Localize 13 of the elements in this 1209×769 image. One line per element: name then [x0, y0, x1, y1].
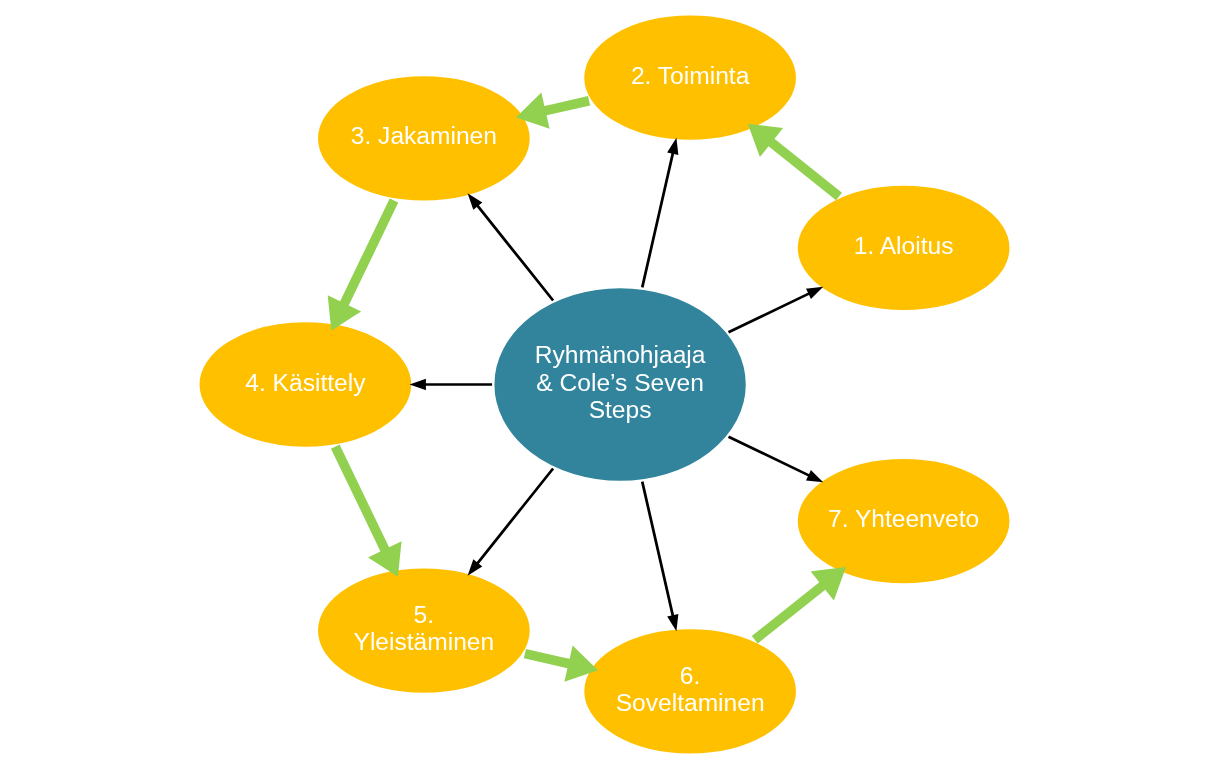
arrow [727, 286, 824, 334]
arrow [467, 193, 555, 302]
arrow [327, 198, 399, 331]
arrow [409, 378, 493, 391]
arrow [751, 567, 846, 644]
arrow [747, 123, 842, 201]
arrow [640, 137, 679, 288]
arrow [640, 481, 679, 632]
arrow [515, 92, 591, 129]
arrow [727, 435, 824, 483]
arrow [330, 444, 402, 577]
arrow [467, 467, 555, 576]
arrow [523, 645, 599, 682]
